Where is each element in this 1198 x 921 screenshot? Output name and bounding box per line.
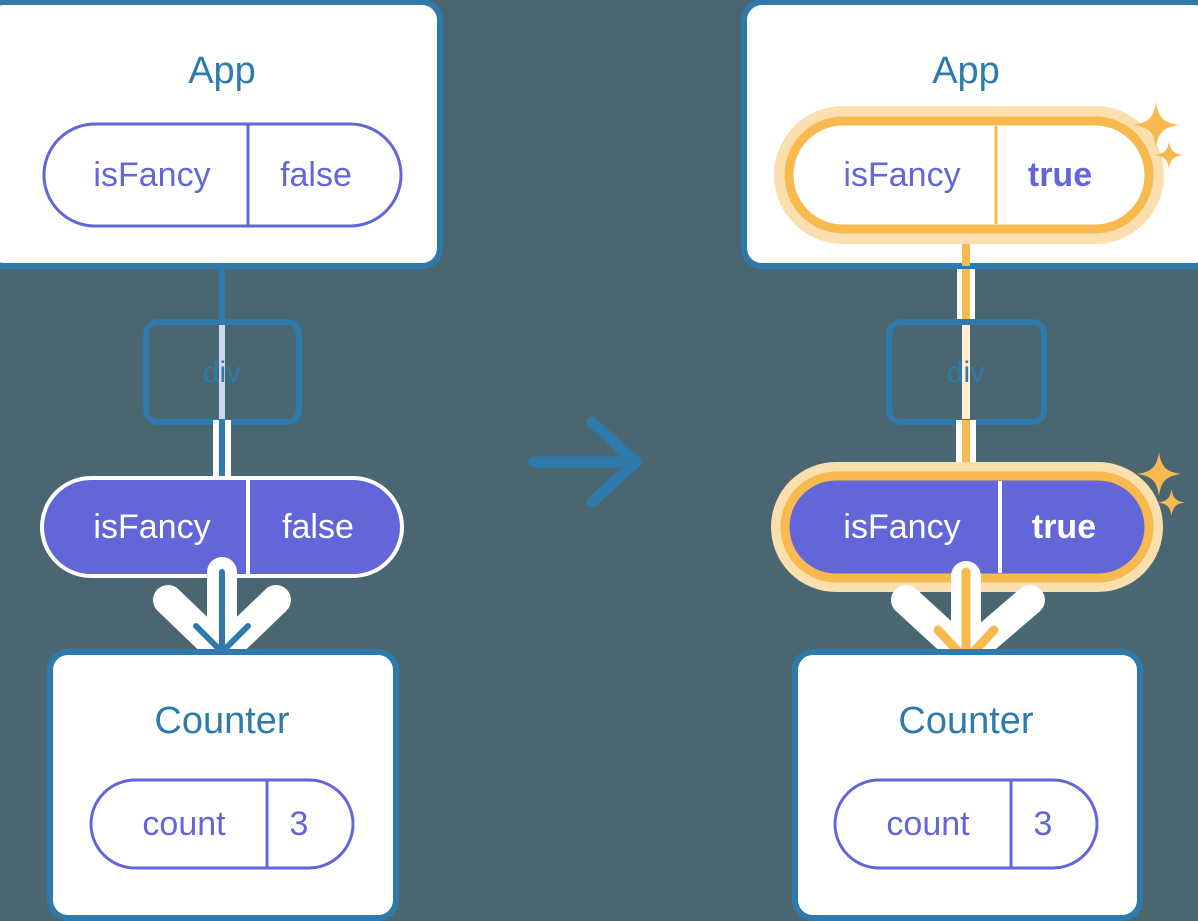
app-state-pill-glow (774, 106, 1164, 244)
app-state-pill: isFancy true (774, 106, 1164, 244)
counter-state-pill-key: count (142, 805, 226, 843)
arrow-prop-to-counter (153, 557, 291, 667)
div-box-title: div (947, 356, 985, 389)
counter-state-pill-shape (89, 778, 355, 870)
counter-state-pill-value: 3 (290, 805, 309, 843)
prop-pill-key: isFancy (843, 508, 960, 546)
div-box-title: div (203, 356, 241, 389)
app-state-pill-shape (42, 122, 403, 228)
prop-pill: isFancy true (771, 462, 1163, 592)
app-state-pill-shape (784, 116, 1154, 234)
app-state-pill-value: false (280, 156, 352, 194)
prop-pill-value: true (1032, 508, 1096, 546)
prop-pill: isFancy false (40, 476, 404, 578)
counter-state-pill: count 3 (89, 778, 355, 870)
panel-before: App isFancy false div (0, 0, 443, 921)
app-state-pill-key: isFancy (93, 156, 210, 194)
transition-arrow-group (528, 416, 642, 508)
counter-state-pill-key: count (886, 805, 970, 843)
app-box-title: App (932, 50, 1000, 92)
prop-pill-key: isFancy (93, 508, 210, 546)
prop-pill-value: false (282, 508, 354, 546)
counter-state-pill-value: 3 (1034, 805, 1053, 843)
sparkle-icon (1158, 489, 1185, 516)
panel-after: App isFancy true div (741, 0, 1198, 921)
arrow-right-icon (528, 416, 642, 508)
app-state-pill-key: isFancy (843, 156, 960, 194)
app-state-pill: isFancy false (42, 122, 403, 228)
counter-state-pill-shape (833, 778, 1099, 870)
counter-box-title: Counter (154, 700, 290, 742)
app-box-title: App (188, 50, 256, 92)
counter-box-title: Counter (898, 700, 1034, 742)
counter-state-pill: count 3 (833, 778, 1099, 870)
app-state-pill-value: true (1028, 156, 1092, 194)
